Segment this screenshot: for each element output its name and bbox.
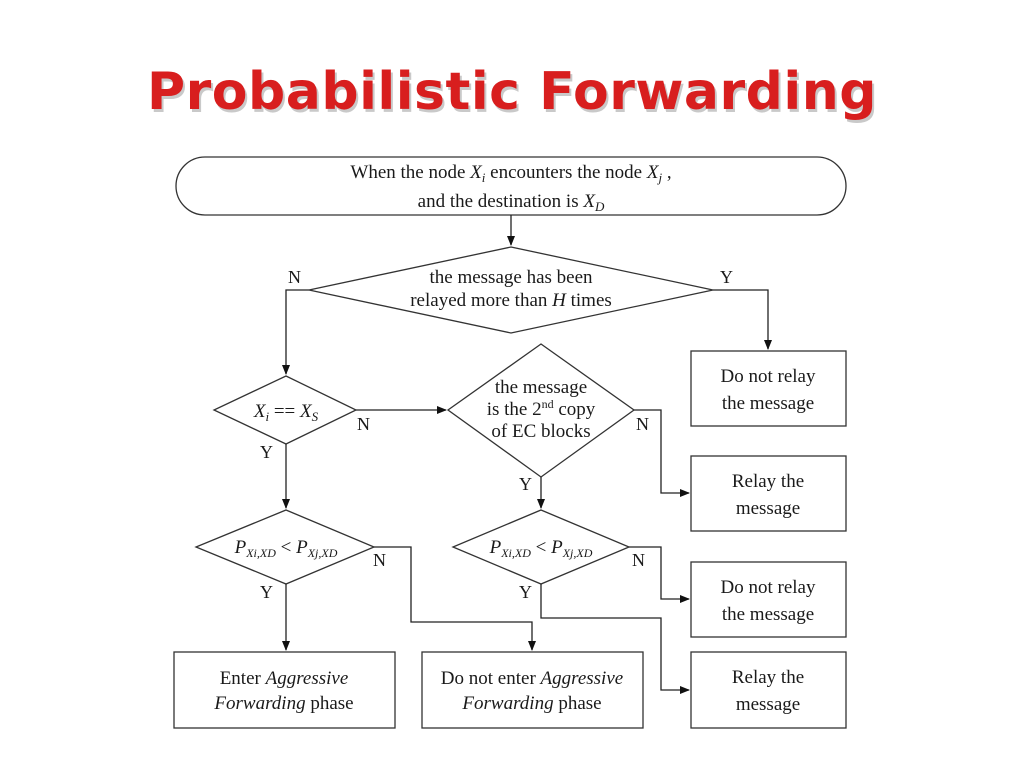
- box-do-not-relay-2-line-1: Do not relay: [721, 577, 816, 598]
- box-relay-2-line-2: message: [736, 694, 800, 715]
- arrow-relayed-yes: [713, 289, 772, 350]
- slide-title: Probabilistic Forwarding: [147, 62, 877, 122]
- box-relay-1-line-2: message: [736, 498, 800, 519]
- arrow-copy-no: [634, 409, 690, 497]
- arrow-prob-left-no: [374, 546, 536, 651]
- decision-relayed-line-1: the message has been: [429, 267, 593, 288]
- label-copy-yes: Y: [519, 474, 532, 494]
- box-do-not-relay-1-line-2: the message: [722, 393, 814, 414]
- arrow-relayed-no: [282, 289, 309, 375]
- box-do-not-relay-2-line-2: the message: [722, 604, 814, 625]
- label-relayed-yes: Y: [720, 267, 733, 287]
- label-source-no: N: [357, 414, 370, 434]
- label-prob-right-no: N: [632, 550, 645, 570]
- label-prob-right-yes: Y: [519, 582, 532, 602]
- box-enter-line-2: Forwarding phase: [213, 693, 353, 714]
- decision-relayed-times: [308, 246, 714, 334]
- box-relay-1-line-1: Relay the: [732, 471, 804, 492]
- box-relay-2-line-1: Relay the: [732, 667, 804, 688]
- start-line-2: and the destination is XD: [418, 191, 605, 214]
- box-do-not-relay-2: [690, 561, 847, 638]
- start-line-1: When the node Xi encounters the node Xj …: [350, 162, 671, 185]
- arrow-prob-right-no: [629, 546, 690, 603]
- decision-prob-right-text: PXi,XD < PXj,XD: [489, 537, 593, 560]
- box-do-not-relay-1-line-1: Do not relay: [721, 366, 816, 387]
- label-prob-left-no: N: [373, 550, 386, 570]
- box-do-not-relay-1: [690, 350, 847, 427]
- label-relayed-no: N: [288, 267, 301, 287]
- label-copy-no: N: [636, 414, 649, 434]
- arrow-prob-right-yes: [540, 584, 690, 694]
- box-do-not-enter-aggressive: [421, 651, 644, 729]
- box-enter-aggressive: [173, 651, 396, 729]
- box-enter-line-1: Enter Aggressive: [220, 668, 349, 689]
- decision-copy-line-1: the message: [495, 377, 587, 398]
- decision-copy-line-3: of EC blocks: [491, 421, 590, 442]
- box-not-enter-line-1: Do not enter Aggressive: [441, 668, 623, 689]
- decision-prob-left-text: PXi,XD < PXj,XD: [234, 537, 338, 560]
- decision-copy-line-2: is the 2nd copy: [487, 397, 596, 420]
- decision-relayed-line-2: relayed more than H times: [410, 290, 612, 311]
- box-not-enter-line-2: Forwarding phase: [461, 693, 601, 714]
- label-prob-left-yes: Y: [260, 582, 273, 602]
- label-source-yes: Y: [260, 442, 273, 462]
- box-relay-1: [690, 455, 847, 532]
- decision-source-text: Xi == XS: [253, 401, 319, 424]
- box-relay-2: [690, 651, 847, 729]
